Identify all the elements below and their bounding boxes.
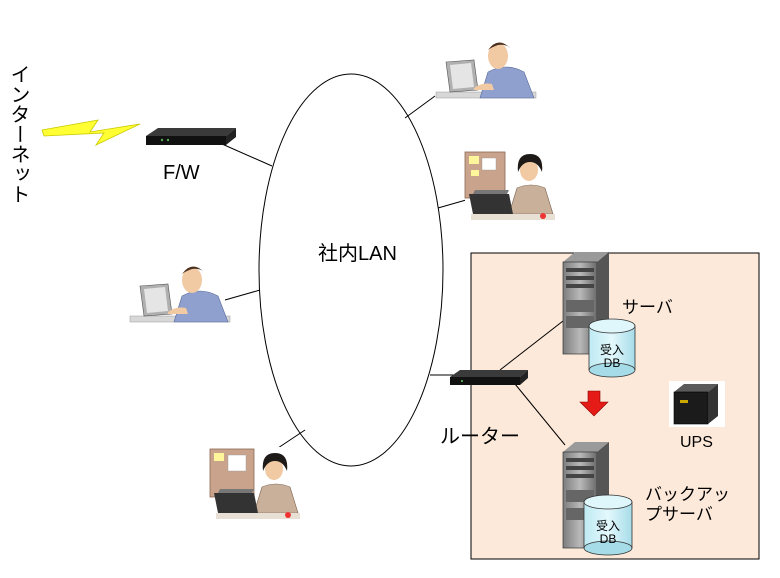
router-device-icon <box>450 370 528 385</box>
router-label: ルーター <box>440 426 520 448</box>
firewall-label: F/W <box>163 162 200 184</box>
db-label-line2: DB <box>603 356 621 370</box>
backup-db-cylinder-icon <box>583 494 633 556</box>
ups-device-icon <box>669 381 725 427</box>
lan-label: 社内LAN <box>318 243 397 265</box>
ups-label: UPS <box>680 434 713 451</box>
backup-server-label-line1: バックアッ <box>645 485 730 504</box>
user-man-pc-top-icon <box>435 42 537 99</box>
db-cylinder-icon <box>588 318 636 378</box>
internet-label: インターネット <box>7 64 29 204</box>
backup-db-label-line2: DB <box>599 532 617 546</box>
user-man-pc-left-icon <box>129 266 231 323</box>
db-label-line1: 受入 <box>600 343 625 357</box>
connection-lines <box>221 95 566 449</box>
server-label: サーバ <box>622 298 673 317</box>
firewall-device-icon <box>146 128 236 145</box>
backup-server-label-line2: プサーバ <box>645 505 713 524</box>
lan-ellipse <box>258 73 444 467</box>
user-woman-pc-bottom-icon <box>208 447 302 521</box>
lightning-icon <box>41 119 141 146</box>
backup-db-label-line1: 受入 <box>596 519 621 533</box>
backup-arrow-icon <box>579 390 609 417</box>
user-woman-pc-right-icon <box>464 150 555 222</box>
